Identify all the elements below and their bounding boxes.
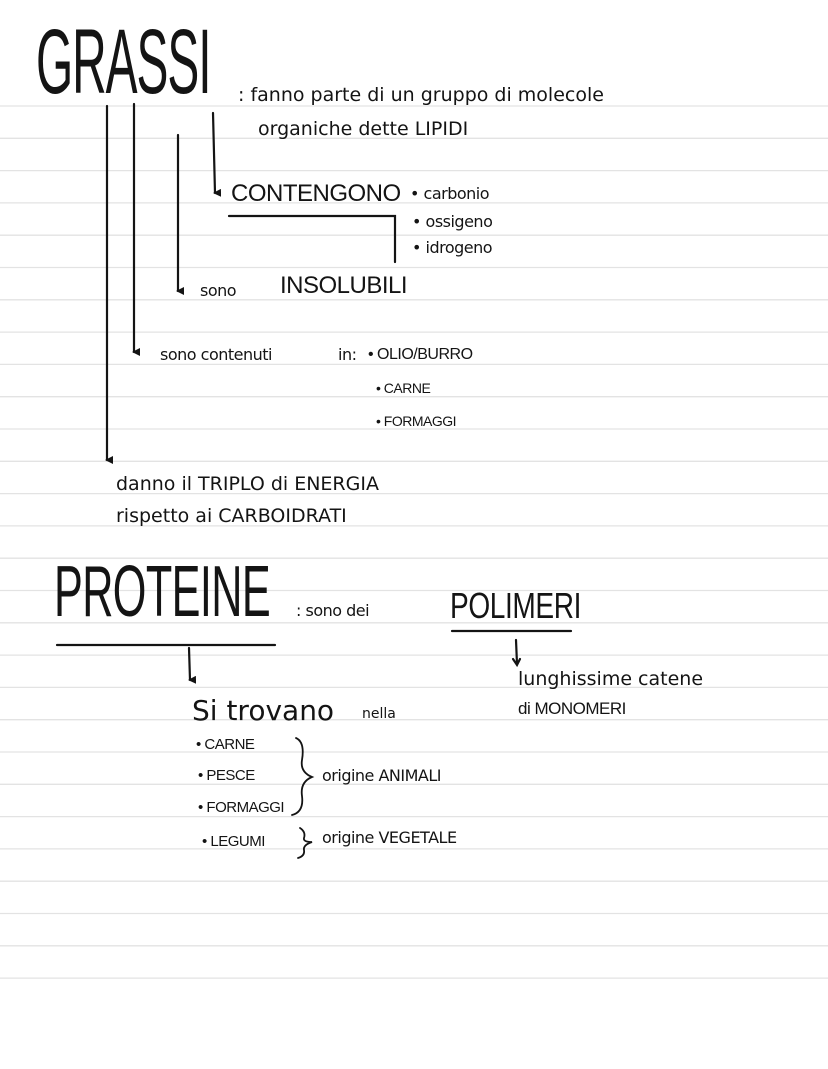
element-item: • carbonio [410, 184, 490, 203]
source-item: • PESCE [198, 767, 255, 784]
source-item: • LEGUMI [202, 833, 265, 850]
polymer-line1: lunghissime catene [518, 668, 704, 690]
contains-bracket-line [227, 214, 397, 264]
source-item: • CARNE [196, 736, 255, 753]
food-item: • FORMAGGI [376, 413, 457, 429]
energy-line1: danno il TRIPLO di ENERGIA [116, 473, 379, 495]
food-item: • CARNE [376, 380, 431, 396]
element-item: • ossigeno [412, 212, 493, 231]
animal-origin: origine ANIMALI [322, 766, 442, 785]
plant-brace [297, 827, 313, 859]
source-item: • FORMAGGI [198, 799, 285, 816]
found-in-small: nella [362, 706, 396, 722]
grassi-title: GRASSI [36, 11, 212, 113]
energy-line2: rispetto ai CARBOIDRATI [116, 505, 347, 527]
polymers-word: POLIMERI [450, 585, 582, 626]
proteine-title: PROTEINE [54, 552, 271, 632]
animal-brace [291, 737, 315, 816]
contains-label: CONTENGONO [231, 180, 401, 207]
proteine-arrow-sources [187, 646, 197, 684]
proteine-definition-prefix: : sono dei [296, 601, 370, 620]
plant-origin: origine VEGETALE [322, 828, 457, 847]
found-in-label: sono contenuti [160, 345, 272, 364]
polymer-line2: di MONOMERI [518, 699, 626, 718]
grassi-definition-line2: organiche dette LIPIDI [258, 118, 469, 140]
found-in-colon: in: [338, 345, 357, 364]
found-in-big: Si trovano [192, 694, 335, 727]
polymers-arrow [511, 638, 522, 668]
grassi-arrow-contains [211, 111, 222, 197]
insoluble-word: INSOLUBILI [280, 272, 408, 299]
food-item: • OLIO/BURRO [368, 346, 473, 363]
grassi-definition-line1: : fanno parte di un gruppo di molecole [238, 84, 604, 106]
element-item: • idrogeno [412, 238, 493, 257]
insoluble-prefix: sono [200, 281, 237, 300]
